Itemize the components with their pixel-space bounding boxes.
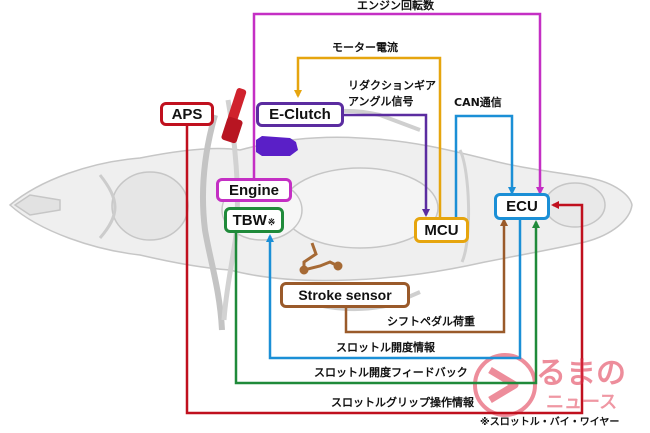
shift-pedal-linkage (299, 242, 343, 275)
throttle-opening-feedback-label: スロットル開度フィードバック (314, 366, 468, 379)
mcu-box: MCU (414, 217, 469, 243)
shift-pedal-load-label: シフトペダル荷重 (387, 315, 475, 328)
engine-label: Engine (228, 181, 279, 199)
throttle-opening-info-line (266, 220, 522, 360)
eclutch-label: E-Clutch (269, 106, 331, 123)
throttle-grip-shape (221, 88, 247, 144)
eclutch-box: E-Clutch (256, 102, 344, 127)
engine-box: Engine (216, 178, 292, 202)
reduction-gear-angle-label-1: リダクションギア (348, 79, 436, 92)
mcu-label: MCU (424, 221, 459, 239)
watermark-line1: るまの (536, 356, 626, 391)
stroke-sensor-label: Stroke sensor (298, 287, 392, 303)
aps-label: APS (171, 105, 203, 123)
tbw-label: TBW (232, 211, 267, 229)
shift-pedal-load-line (344, 218, 508, 334)
stroke-sensor-box: Stroke sensor (280, 282, 410, 308)
eclutch-actuator-shape (256, 136, 298, 156)
motor-current-label: モーター電流 (332, 41, 398, 54)
ecu-box: ECU (494, 193, 550, 220)
watermark-line2: ニュース (546, 392, 618, 413)
throttle-opening-info-label: スロットル開度情報 (336, 341, 435, 354)
can-line-up (454, 114, 516, 217)
brand-watermark-ring (473, 353, 537, 417)
tbw-box: TBW※ (224, 207, 284, 233)
throttle-grip-info-line (185, 126, 584, 415)
ecu-label: ECU (506, 198, 538, 215)
throttle-grip-info-label: スロットルグリップ操作情報 (331, 396, 474, 409)
engine-rpm-label: エンジン回転数 (357, 0, 434, 12)
engine-rpm-line (252, 12, 544, 195)
footnote: ※スロットル・バイ・ワイヤー (480, 417, 620, 428)
aps-box: APS (160, 102, 214, 126)
reduction-gear-angle-label-2: アングル信号 (348, 95, 414, 108)
reduction-gear-angle-line (344, 113, 430, 217)
throttle-feedback-line (234, 220, 540, 385)
motor-current-line (294, 56, 442, 217)
can-comm-label: CAN通信 (454, 96, 502, 109)
